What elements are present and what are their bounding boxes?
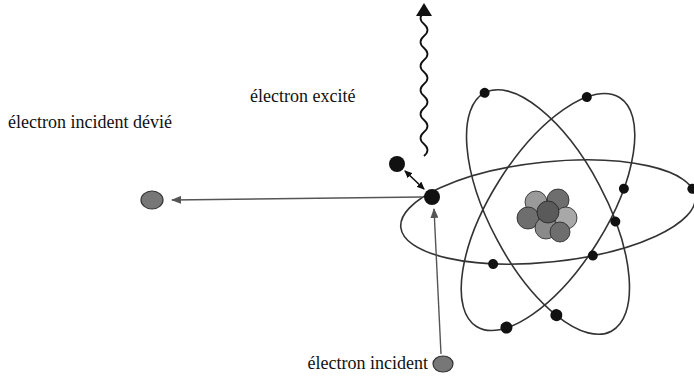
electron [548, 307, 564, 323]
excited-electron [389, 156, 405, 172]
deflected-electron [141, 191, 163, 209]
photon-wave [421, 12, 428, 156]
orbits [396, 66, 694, 359]
electron [587, 250, 598, 261]
electron [687, 183, 694, 194]
electron [488, 259, 499, 270]
electrons [389, 60, 694, 349]
photon-arrowhead [416, 3, 432, 16]
electron [478, 86, 492, 100]
nucleus [517, 189, 577, 242]
deflected-label: électron incident dévié [8, 110, 186, 134]
electron [580, 90, 594, 104]
orbit [433, 66, 662, 359]
incident-arrow [434, 209, 441, 354]
excited-label: électron excité [250, 84, 410, 108]
transition-arrow [405, 171, 424, 189]
electron [617, 182, 631, 196]
incident-label: électron incident [178, 351, 428, 375]
incident-electron [433, 356, 453, 372]
deflection-arrow [172, 197, 422, 200]
orbit [427, 67, 668, 357]
orbit [396, 147, 694, 277]
target-electron [424, 189, 440, 205]
electron [609, 215, 623, 229]
electron [498, 319, 515, 336]
